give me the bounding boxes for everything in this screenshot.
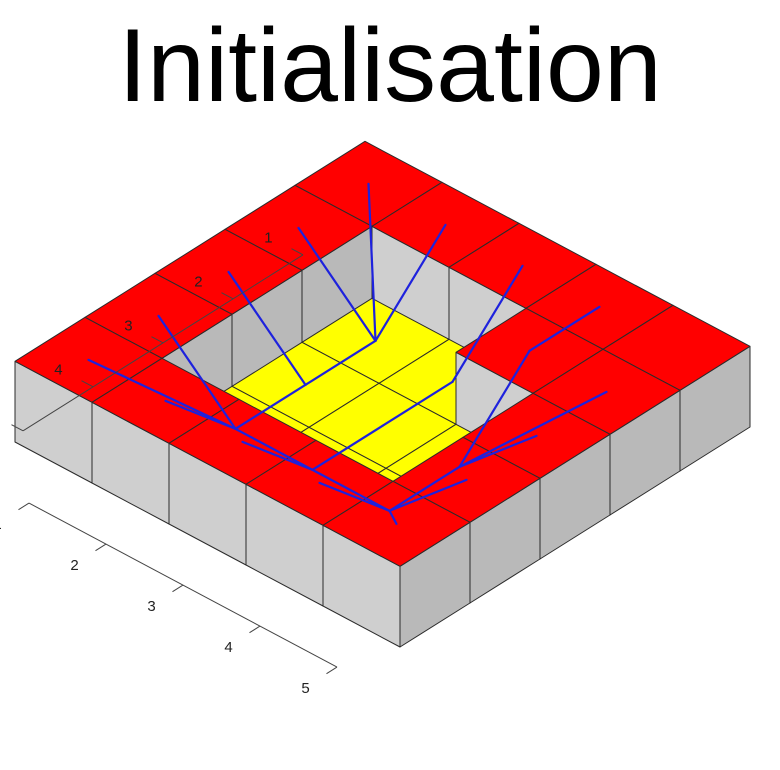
- col-axis-tick: [249, 625, 261, 634]
- col-axis-tick: [172, 584, 184, 593]
- axes-layer: 1234512345: [0, 229, 338, 697]
- row-axis-tick: [11, 424, 24, 432]
- flow-path-segment: [297, 226, 377, 342]
- row-axis-tick-label: 2: [194, 273, 202, 290]
- flow-path-segment: [451, 264, 524, 383]
- flow-path-segment: [374, 223, 447, 342]
- flow-path-segment: [388, 509, 398, 525]
- flow-path-segment: [311, 468, 391, 512]
- col-axis-tick: [95, 543, 107, 552]
- col-axis-tick-label: 5: [301, 680, 309, 697]
- flow-path-segment: [164, 399, 237, 430]
- flow-path-segment: [367, 182, 377, 342]
- flow-path-segment: [234, 427, 314, 471]
- flow-path-segment: [388, 478, 468, 512]
- flow-path-segment: [311, 424, 384, 471]
- page-title: Initialisation: [118, 8, 662, 124]
- flow-paths-layer: [87, 182, 608, 525]
- col-axis-tick-label: 3: [147, 598, 155, 615]
- blocks-layer: [14, 140, 751, 648]
- col-axis-tick-label: 2: [70, 557, 78, 574]
- flow-path-segment: [381, 380, 454, 427]
- row-axis-tick: [81, 380, 94, 388]
- row-axis-tick: [151, 336, 164, 344]
- flow-path-segment: [458, 434, 538, 468]
- flow-path-segment: [318, 481, 391, 512]
- flow-path-segment: [241, 440, 314, 471]
- row-axis-tick: [221, 292, 234, 300]
- flow-path-segment: [528, 305, 601, 352]
- flow-path-segment: [458, 349, 531, 468]
- row-axis-tick-label: 4: [54, 361, 62, 378]
- col-axis-tick: [326, 666, 338, 675]
- flow-path-segment: [234, 383, 307, 430]
- row-axis-tick: [291, 248, 304, 256]
- flow-path-segment: [227, 270, 307, 386]
- flow-path-segment: [87, 358, 237, 430]
- flow-path-segment: [458, 390, 608, 468]
- flow-path-segment: [388, 465, 461, 512]
- flow-path-segment: [157, 314, 237, 430]
- col-axis-tick: [18, 502, 30, 511]
- row-axis-tick-label: 1: [264, 229, 272, 246]
- flow-path-segment: [304, 339, 377, 386]
- row-axis-tick-label: 3: [124, 317, 132, 334]
- col-axis-tick-label: 4: [224, 639, 232, 656]
- col-axis-tick-label: 1: [0, 516, 2, 533]
